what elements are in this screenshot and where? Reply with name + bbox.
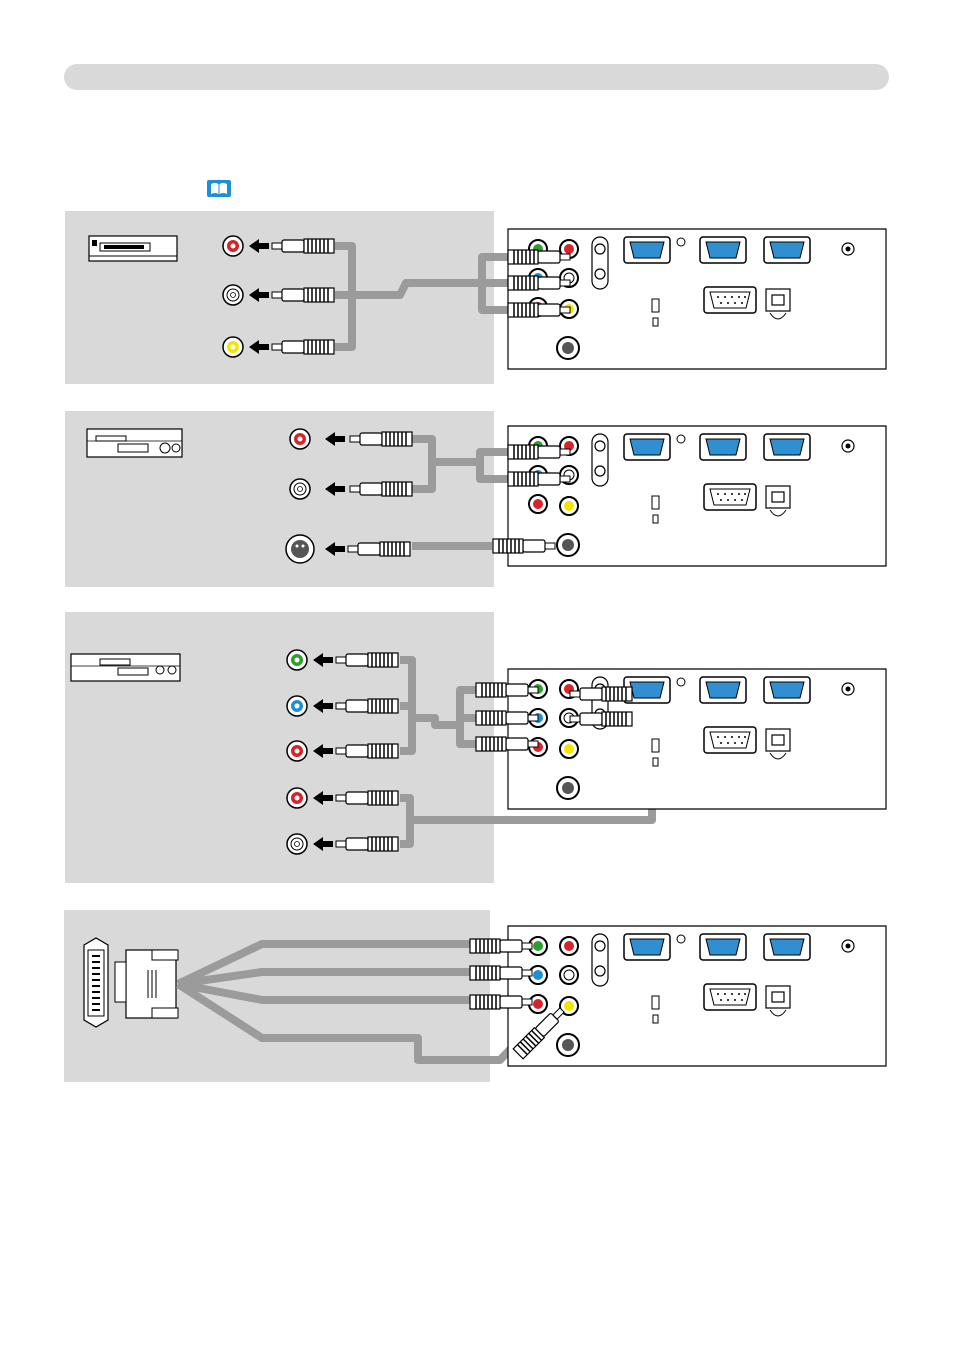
scart-connector-icon [84,938,178,1027]
cable [482,257,508,310]
panel-dvd-component-background [65,612,494,883]
projector-back-panel [508,926,886,1066]
device-jack-audio-white[interactable] [290,479,310,499]
panel-dvd-component [65,612,886,883]
panel-dvd-svideo [65,411,886,587]
projector-back-panel [508,669,886,809]
device-jack-s-video[interactable] [286,535,314,563]
panel-vcr [65,211,886,384]
dvd-player-icon [71,654,180,681]
device-jack-cb-blue[interactable] [287,696,307,716]
projector-back-panel [508,426,886,566]
projector-back-panel [508,229,886,369]
dvd-player-icon [87,429,182,457]
device-jack-audio-red[interactable] [223,236,243,256]
device-jack-audio-white[interactable] [287,834,307,854]
device-jack-cr-red[interactable] [287,741,307,761]
device-jack-y-green[interactable] [287,650,307,670]
vcr-icon [89,236,177,261]
device-jack-video-yellow[interactable] [223,337,243,357]
panel-scart [64,910,886,1082]
device-jack-audio-red[interactable] [287,788,307,808]
device-jack-audio-white[interactable] [223,285,243,305]
device-jack-audio-red[interactable] [290,429,310,449]
